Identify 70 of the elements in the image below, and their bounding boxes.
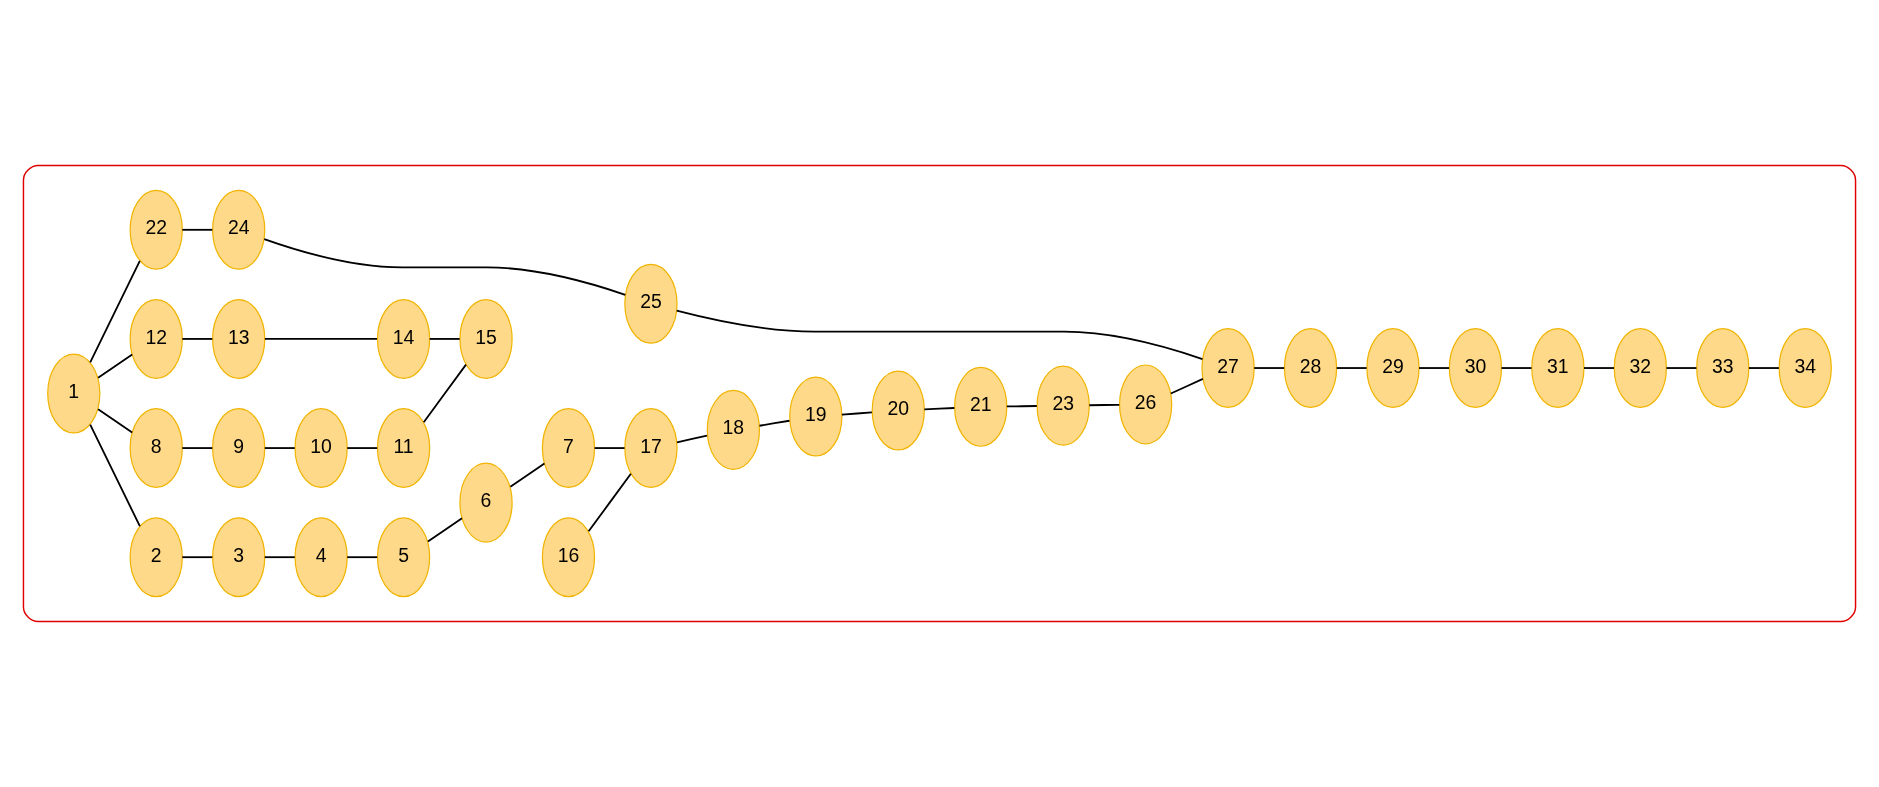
connector xyxy=(1253,367,1286,369)
node-ellipse: 19 xyxy=(789,376,843,457)
connector xyxy=(923,407,956,411)
connector xyxy=(1418,367,1450,369)
cluster xyxy=(22,164,1857,623)
connector xyxy=(97,408,134,434)
connector xyxy=(89,423,141,528)
node-ellipse: 12 xyxy=(129,298,183,379)
connector xyxy=(346,556,379,559)
connector xyxy=(346,447,379,449)
node-ellipse: 4 xyxy=(294,517,348,598)
node-ellipse: 1 xyxy=(47,353,101,434)
node-ellipse: 32 xyxy=(1613,328,1667,409)
node-ellipse: 20 xyxy=(871,370,925,451)
node-ellipse: 29 xyxy=(1366,328,1420,409)
node-ellipse: 27 xyxy=(1201,328,1255,409)
connector xyxy=(676,434,708,444)
connector xyxy=(428,338,461,340)
node-ellipse: 15 xyxy=(459,298,513,379)
connector xyxy=(263,238,627,296)
connector xyxy=(1169,378,1204,395)
connector xyxy=(675,309,1204,360)
connector xyxy=(89,259,141,364)
connector xyxy=(422,363,467,424)
node-ellipse: 7 xyxy=(541,408,596,489)
connector xyxy=(264,338,378,340)
node-ellipse: 3 xyxy=(212,517,266,598)
connector xyxy=(587,472,632,533)
connector xyxy=(181,447,214,449)
connector xyxy=(1500,367,1533,369)
node-ellipse: 22 xyxy=(129,189,183,270)
node-ellipse: 18 xyxy=(706,389,761,470)
node-ellipse: 30 xyxy=(1448,328,1503,409)
node-ellipse: 10 xyxy=(294,408,348,489)
node-ellipse: 34 xyxy=(1778,328,1832,409)
connector xyxy=(1005,405,1038,408)
node-ellipse: 6 xyxy=(459,462,513,543)
node-ellipse: 26 xyxy=(1118,364,1173,445)
node-ellipse: 14 xyxy=(376,298,431,379)
node-ellipse: 9 xyxy=(212,408,266,489)
connector xyxy=(593,447,626,449)
node-ellipse: 2 xyxy=(129,517,183,598)
connector xyxy=(181,228,214,231)
connector xyxy=(758,419,791,427)
node-ellipse: 17 xyxy=(624,408,678,489)
connector xyxy=(841,411,873,416)
node-ellipse: 5 xyxy=(376,517,431,598)
node-ellipse: 23 xyxy=(1036,365,1090,446)
connector xyxy=(263,556,296,559)
node-ellipse: 11 xyxy=(376,408,431,489)
connector xyxy=(1088,403,1121,407)
node-ellipse: 28 xyxy=(1283,328,1338,409)
node-ellipse: 33 xyxy=(1696,328,1750,409)
connector xyxy=(181,556,214,559)
connector xyxy=(263,447,296,449)
node-ellipse: 31 xyxy=(1531,328,1585,409)
node-ellipse: 8 xyxy=(129,408,183,489)
node-ellipse: 24 xyxy=(212,189,266,270)
node-ellipse: 16 xyxy=(541,517,596,598)
node-ellipse: 21 xyxy=(954,366,1008,447)
node-ellipse: 13 xyxy=(212,298,266,379)
connector xyxy=(427,517,463,543)
connector xyxy=(509,462,546,488)
node-ellipse: 25 xyxy=(624,263,678,344)
connector xyxy=(181,338,214,340)
connector xyxy=(97,353,134,379)
connector xyxy=(1335,367,1368,369)
connector xyxy=(1583,367,1615,369)
connector xyxy=(1665,367,1698,369)
connector xyxy=(1747,367,1780,369)
